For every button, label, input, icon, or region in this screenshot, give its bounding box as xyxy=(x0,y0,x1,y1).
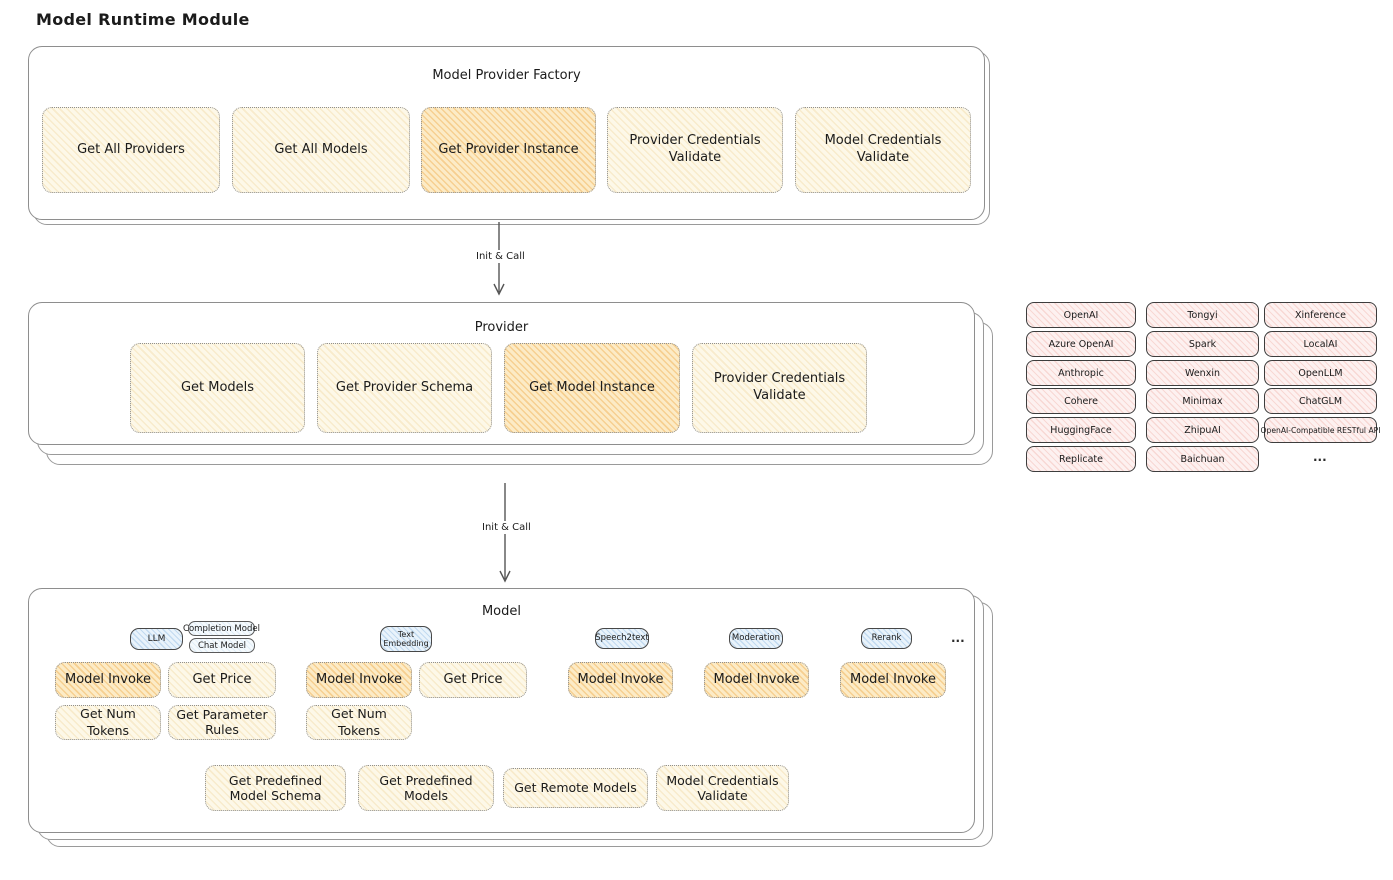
factory-title: Model Provider Factory xyxy=(432,68,581,83)
llm-get-num-tokens-button: Get Num Tokens xyxy=(55,705,161,740)
llm-get-parameter-rules-button: Get Parameter Rules xyxy=(168,705,276,740)
provider-item-replicate: Replicate xyxy=(1026,446,1136,472)
provider-item-anthropic: Anthropic xyxy=(1026,360,1136,386)
get-predefined-models-button: Get Predefined Models xyxy=(358,765,494,811)
factory-provider-credentials-validate-button: Provider Credentials Validate xyxy=(607,107,783,193)
embedding-get-num-tokens-button: Get Num Tokens xyxy=(306,705,412,740)
get-remote-models-button: Get Remote Models xyxy=(503,768,648,808)
provider-item-xinference: Xinference xyxy=(1264,302,1377,328)
provider-item-tongyi: Tongyi xyxy=(1146,302,1259,328)
factory-get-all-models-button: Get All Models xyxy=(232,107,410,193)
text-embedding-badge: Text Embedding xyxy=(380,626,432,652)
provider-item-zhipuai: ZhipuAI xyxy=(1146,417,1259,443)
speech2text-model-invoke-button: Model Invoke xyxy=(568,662,673,698)
factory-get-provider-instance-button: Get Provider Instance xyxy=(421,107,596,193)
model-title: Model xyxy=(481,604,522,619)
provider-item-azure-openai: Azure OpenAI xyxy=(1026,331,1136,357)
rerank-badge: Rerank xyxy=(861,628,912,649)
model-types-more-dots: ... xyxy=(951,631,965,645)
llm-badge: LLM xyxy=(130,628,183,650)
page-title: Model Runtime Module xyxy=(36,10,250,29)
llm-get-price-button: Get Price xyxy=(168,662,276,698)
moderation-model-invoke-button: Model Invoke xyxy=(704,662,809,698)
factory-model-credentials-validate-button: Model Credentials Validate xyxy=(795,107,971,193)
provider-get-provider-schema-button: Get Provider Schema xyxy=(317,343,492,433)
provider-item-openai: OpenAI xyxy=(1026,302,1136,328)
speech2text-badge: Speech2text xyxy=(595,628,649,649)
provider-item-minimax: Minimax xyxy=(1146,388,1259,414)
init-call-label-2: Init & Call xyxy=(478,521,535,534)
provider-item-wenxin: Wenxin xyxy=(1146,360,1259,386)
provider-get-model-instance-button: Get Model Instance xyxy=(504,343,680,433)
rerank-model-invoke-button: Model Invoke xyxy=(840,662,946,698)
provider-item-openai-compatible: OpenAI-Compatible RESTful API xyxy=(1261,417,1380,443)
llm-model-invoke-button: Model Invoke xyxy=(55,662,161,698)
provider-item-cohere: Cohere xyxy=(1026,388,1136,414)
provider-item-localai: LocalAI xyxy=(1264,331,1377,357)
provider-item-huggingface: HuggingFace xyxy=(1026,417,1136,443)
embedding-model-invoke-button: Model Invoke xyxy=(306,662,412,698)
provider-item-baichuan: Baichuan xyxy=(1146,446,1259,472)
moderation-badge: Moderation xyxy=(729,628,783,649)
provider-get-models-button: Get Models xyxy=(130,343,305,433)
provider-item-spark: Spark xyxy=(1146,331,1259,357)
embedding-get-price-button: Get Price xyxy=(419,662,527,698)
model-credentials-validate-button: Model Credentials Validate xyxy=(656,765,789,811)
chat-model-tag: Chat Model xyxy=(189,638,255,653)
provider-credentials-validate-button: Provider Credentials Validate xyxy=(692,343,867,433)
completion-model-tag: Completion Model xyxy=(183,621,260,636)
init-call-label-1: Init & Call xyxy=(472,250,529,263)
provider-grid-more-dots: ... xyxy=(1313,450,1327,464)
factory-get-all-providers-button: Get All Providers xyxy=(42,107,220,193)
get-predefined-model-schema-button: Get Predefined Model Schema xyxy=(205,765,346,811)
provider-item-chatglm: ChatGLM xyxy=(1264,388,1377,414)
provider-title: Provider xyxy=(474,320,529,335)
provider-item-openllm: OpenLLM xyxy=(1264,360,1377,386)
